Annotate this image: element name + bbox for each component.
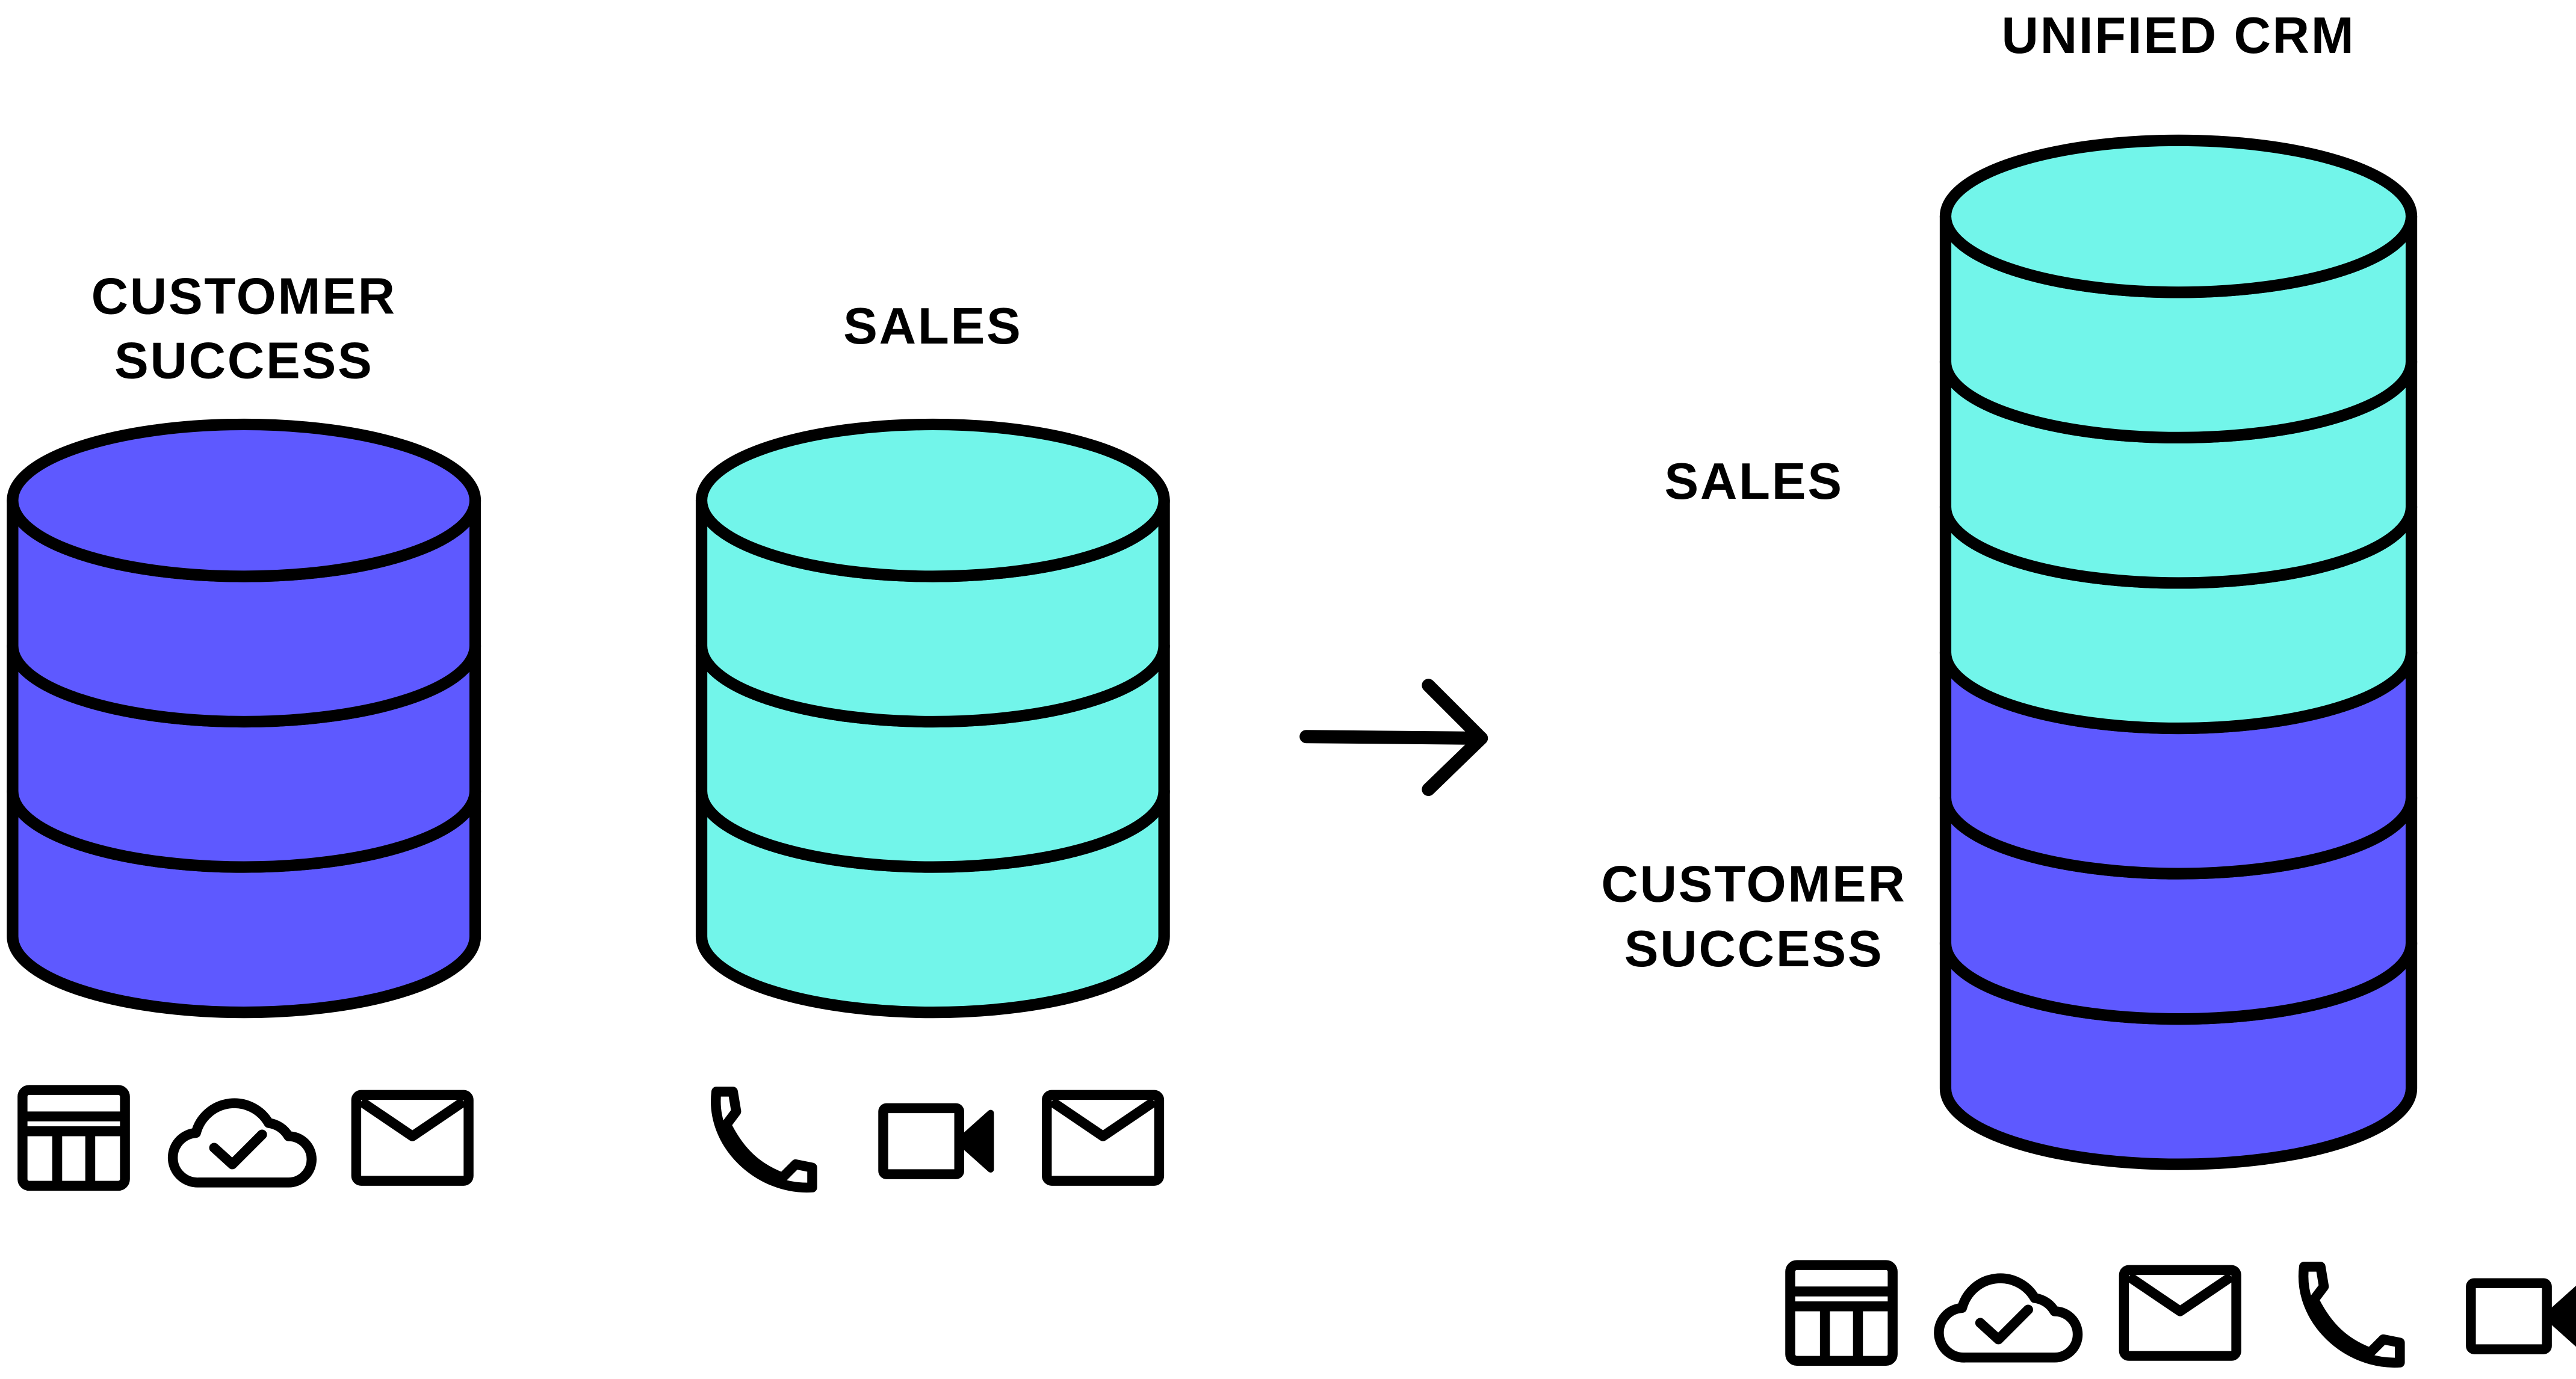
video-icon: [2471, 1283, 2576, 1350]
mail-icon: [2124, 1270, 2237, 1356]
sales-db-top: [695, 418, 1170, 582]
table-icon: [22, 1090, 125, 1186]
middle-db-label: SALES: [843, 298, 1022, 355]
left-db-label-line1: CUSTOMER: [91, 268, 397, 325]
cloud-check-icon: [173, 1103, 312, 1183]
left-db-label-line2: SUCCESS: [114, 333, 374, 390]
table-icon: [1790, 1265, 1892, 1361]
unified-sales-label: SALES: [1664, 453, 1843, 510]
unified-cs-label-line2: SUCCESS: [1624, 921, 1884, 978]
video-icon: [883, 1108, 990, 1174]
left-icon-row: [22, 1090, 468, 1186]
unified-icon-row: [1790, 1265, 2576, 1363]
sales-database: [695, 418, 1170, 1019]
customer-success-database: [7, 418, 481, 1019]
mail-icon: [356, 1095, 469, 1181]
unified-cs-label-line1: CUSTOMER: [1601, 856, 1906, 913]
unified-db-title: UNIFIED CRM: [2002, 7, 2356, 64]
unified-db-top: [1939, 134, 2418, 298]
unified-crm-database: [1939, 134, 2418, 1170]
mail-icon: [1047, 1095, 1159, 1181]
arrow-right-icon: [1306, 685, 1481, 789]
phone-icon: [716, 1091, 812, 1187]
cloud-check-icon: [1939, 1279, 2078, 1358]
customer-success-db-top: [7, 418, 481, 582]
middle-icon-row: [716, 1091, 1159, 1187]
phone-icon: [2303, 1266, 2400, 1362]
